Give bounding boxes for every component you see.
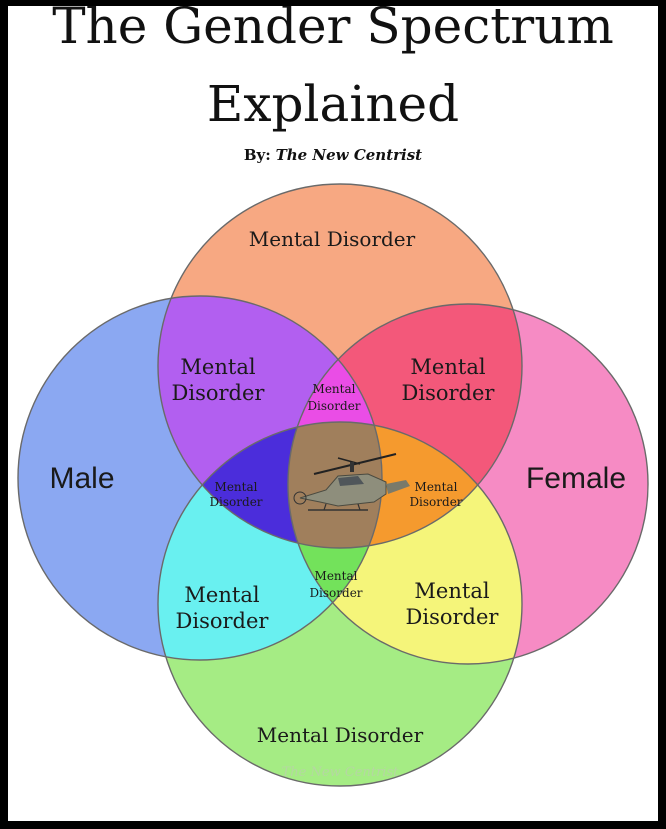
label-bottom-center-2: Disorder — [309, 586, 362, 600]
label-bottom-left-1: Mental — [184, 583, 259, 607]
label-mid-left-2: Disorder — [209, 495, 262, 509]
label-top-left-2: Disorder — [172, 381, 266, 405]
label-mid-right-1: Mental — [415, 480, 458, 494]
label-top-right-2: Disorder — [402, 381, 496, 405]
label-bottom-right-1: Mental — [414, 579, 489, 603]
label-top: Mental Disorder — [249, 227, 416, 251]
venn-diagram: Mental Disorder Mental Disorder Mental D… — [8, 6, 658, 821]
label-bottom-left-2: Disorder — [176, 609, 270, 633]
label-mid-left-1: Mental — [215, 480, 258, 494]
label-bottom: Mental Disorder — [257, 723, 424, 747]
label-top-center-2: Disorder — [307, 399, 360, 413]
label-top-center-1: Mental — [313, 382, 356, 396]
label-mid-right-2: Disorder — [409, 495, 462, 509]
label-top-right-1: Mental — [410, 355, 485, 379]
watermark: The New Centrist — [282, 765, 399, 780]
label-bottom-center-1: Mental — [315, 569, 358, 583]
label-top-left-1: Mental — [180, 355, 255, 379]
label-female: Female — [526, 462, 626, 495]
diagram-frame: The Gender Spectrum Explained By: The Ne… — [8, 6, 658, 821]
label-male: Male — [49, 462, 114, 495]
label-bottom-right-2: Disorder — [406, 605, 500, 629]
